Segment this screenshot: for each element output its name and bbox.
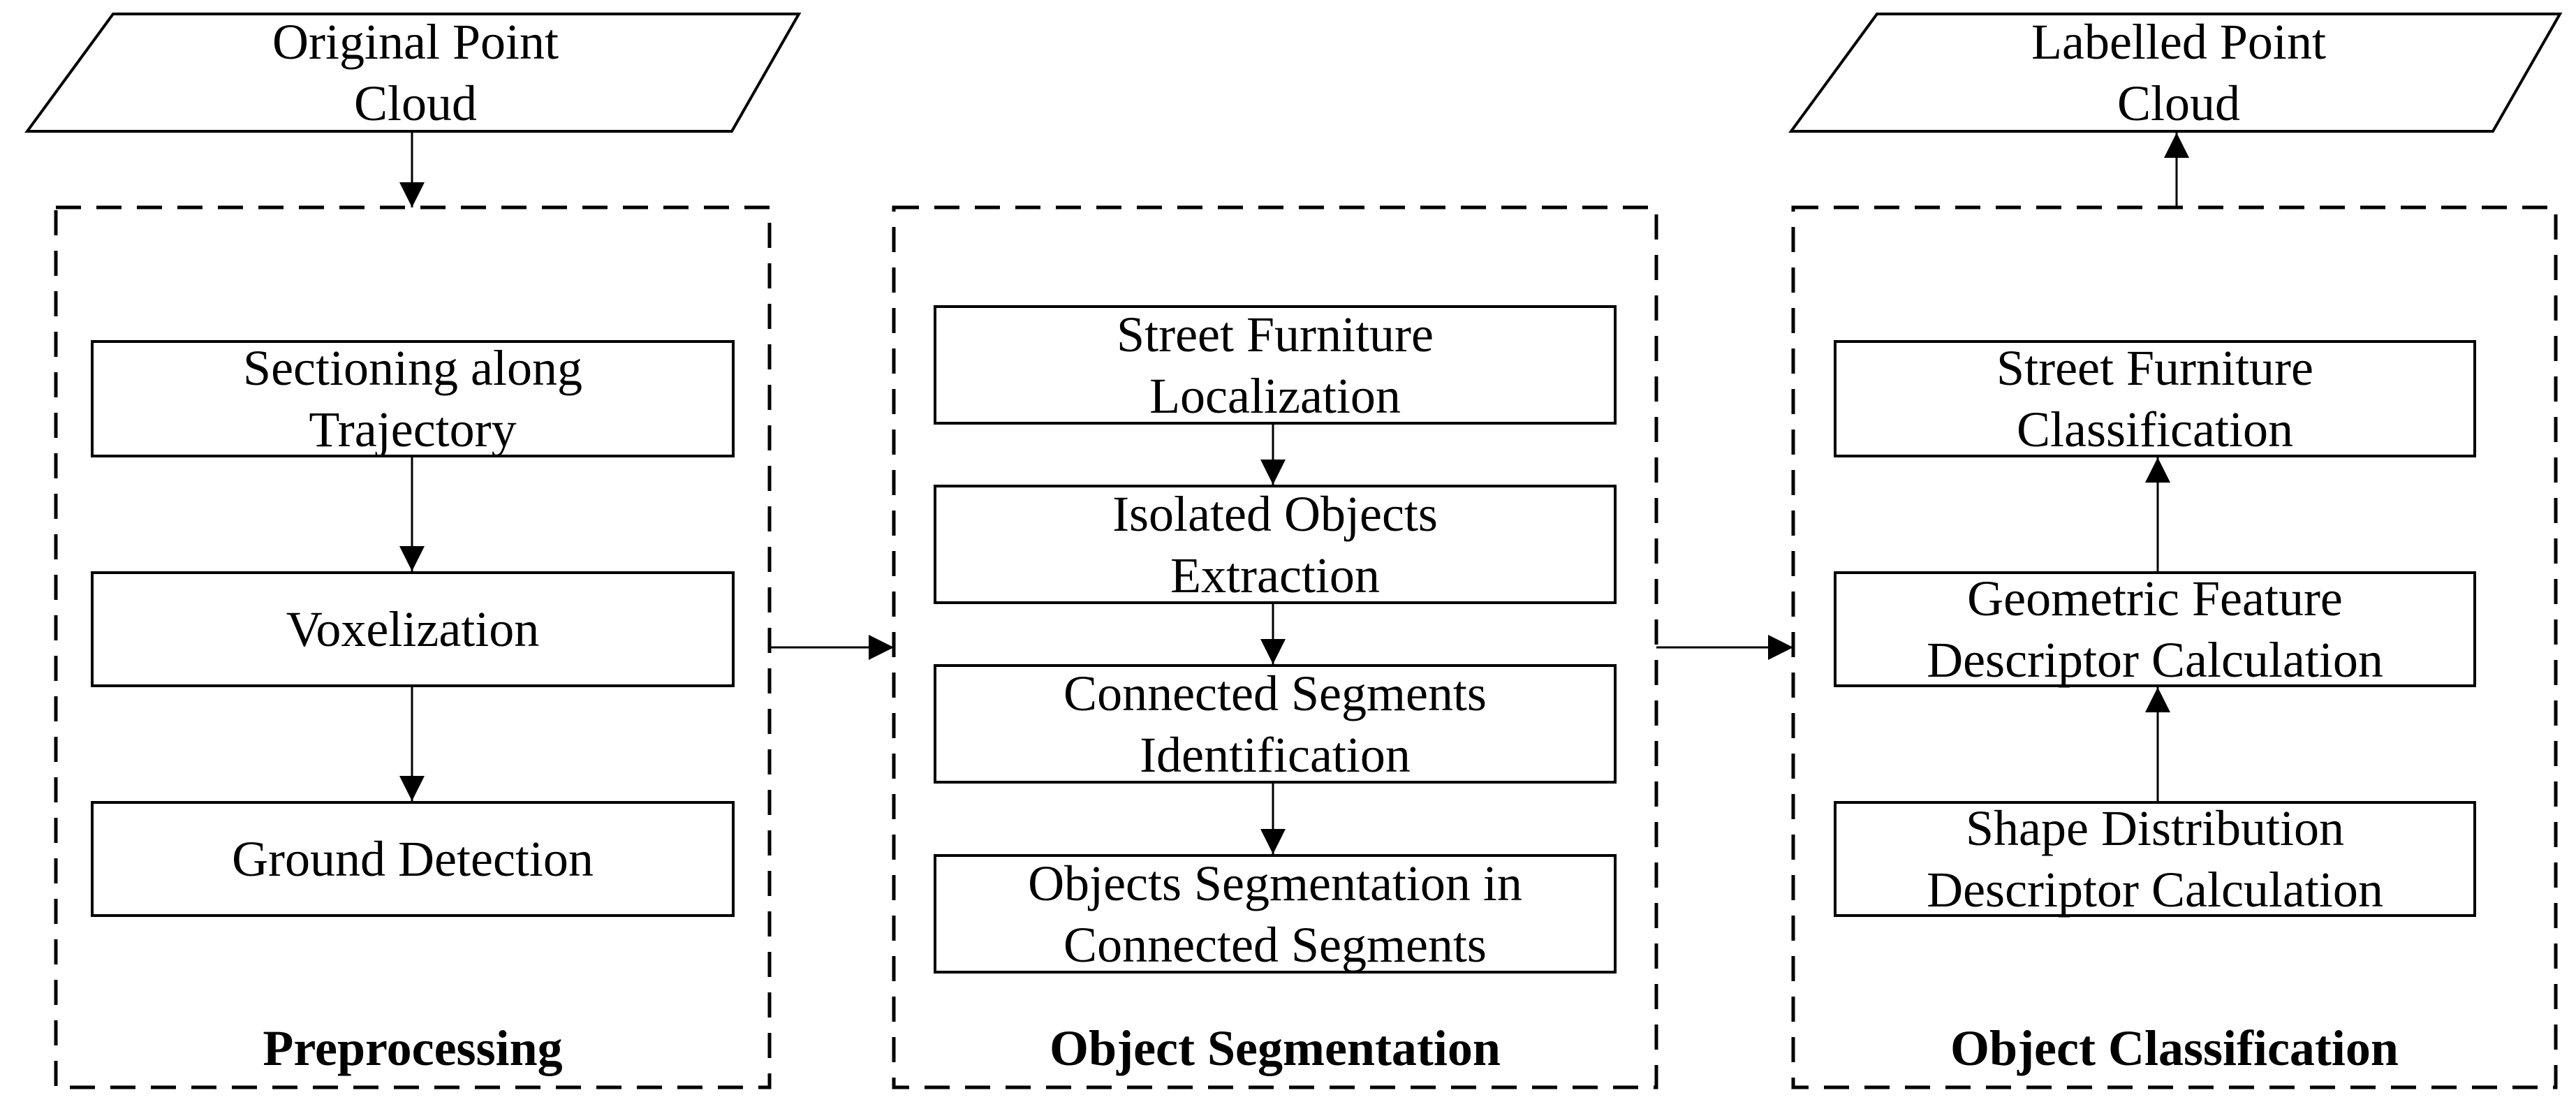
stage-title-object-classification: Object Classification: [1950, 1020, 2399, 1076]
input-parallelogram: [24, 13, 802, 133]
step-street-furniture-classification: Street Furniture Classification: [1834, 340, 2476, 457]
stage-title-object-segmentation: Object Segmentation: [1050, 1020, 1501, 1076]
step-ground-detection: Ground Detection: [91, 801, 735, 917]
step-street-furniture-localization: Street Furniture Localization: [934, 305, 1617, 425]
step-geometric-feature-descriptor-calculation: Geometric Feature Descriptor Calculation: [1834, 571, 2476, 688]
step-connected-segments-identification: Connected Segments Identification: [934, 664, 1617, 784]
step-sectioning-along-trajectory: Sectioning along Trajectory: [91, 340, 735, 457]
step-objects-segmentation-in-connected-segments: Objects Segmentation in Connected Segmen…: [934, 854, 1617, 974]
stage-title-preprocessing: Preprocessing: [263, 1020, 563, 1076]
output-label: Labelled Point Cloud: [2031, 14, 2326, 131]
step-shape-distribution-descriptor-calculation: Shape Distribution Descriptor Calculatio…: [1834, 800, 2476, 918]
output-parallelogram: [1788, 13, 2563, 133]
input-label: Original Point Cloud: [272, 14, 559, 131]
step-isolated-objects-extraction: Isolated Objects Extraction: [934, 485, 1617, 604]
step-voxelization: Voxelization: [91, 571, 735, 687]
